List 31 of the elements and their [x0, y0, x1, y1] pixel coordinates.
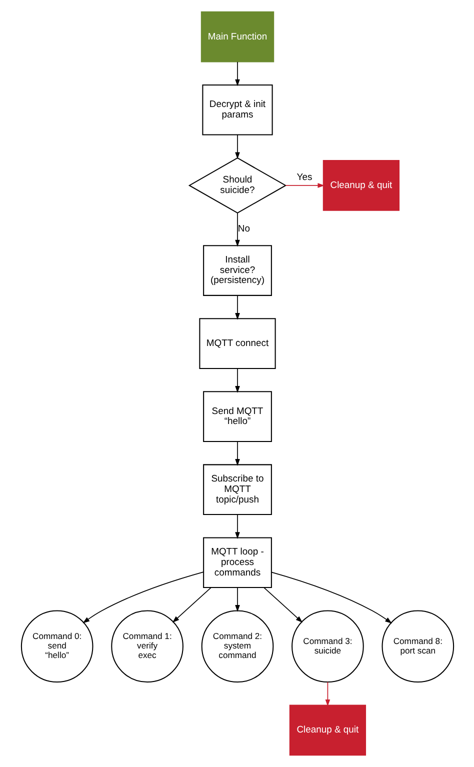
arrow	[234, 212, 240, 247]
node-circle: Command 2: system command	[200, 610, 274, 683]
node-box: MQTT loop - process commands	[202, 537, 272, 588]
node-circle: Command 0: send “hello”	[20, 610, 93, 683]
node-circle: Command 3: suicide	[291, 610, 364, 683]
node-box: Decrypt & init params	[202, 84, 272, 136]
arrow	[324, 682, 330, 706]
arrow	[284, 183, 324, 188]
node-box: Install service? (persistency)	[202, 245, 272, 296]
node-box: MQTT connect	[198, 318, 276, 369]
node-box: Cleanup & quit	[288, 704, 366, 756]
arrow	[234, 441, 240, 466]
arrow	[234, 134, 240, 160]
arrow	[234, 368, 240, 393]
arrow	[234, 587, 240, 612]
arrow	[172, 587, 211, 623]
arrow	[263, 587, 302, 623]
arrow	[270, 572, 392, 624]
edge-label: Yes	[296, 172, 312, 184]
edge-label: No	[237, 224, 250, 235]
node-box: Cleanup & quit	[322, 160, 400, 211]
node-box: Main Function	[200, 11, 274, 62]
arrow	[82, 572, 204, 624]
node-box: Send MQTT “hello”	[202, 391, 272, 442]
arrow	[234, 295, 240, 320]
arrow	[234, 514, 240, 539]
node-circle: Command 8: port scan	[381, 610, 454, 683]
node-circle: Command 1: verify exec	[110, 610, 183, 683]
node-box: Subscribe to MQTT topic/push	[202, 464, 272, 516]
arrow	[234, 61, 240, 86]
node-diamond: Should suicide?	[188, 157, 286, 214]
